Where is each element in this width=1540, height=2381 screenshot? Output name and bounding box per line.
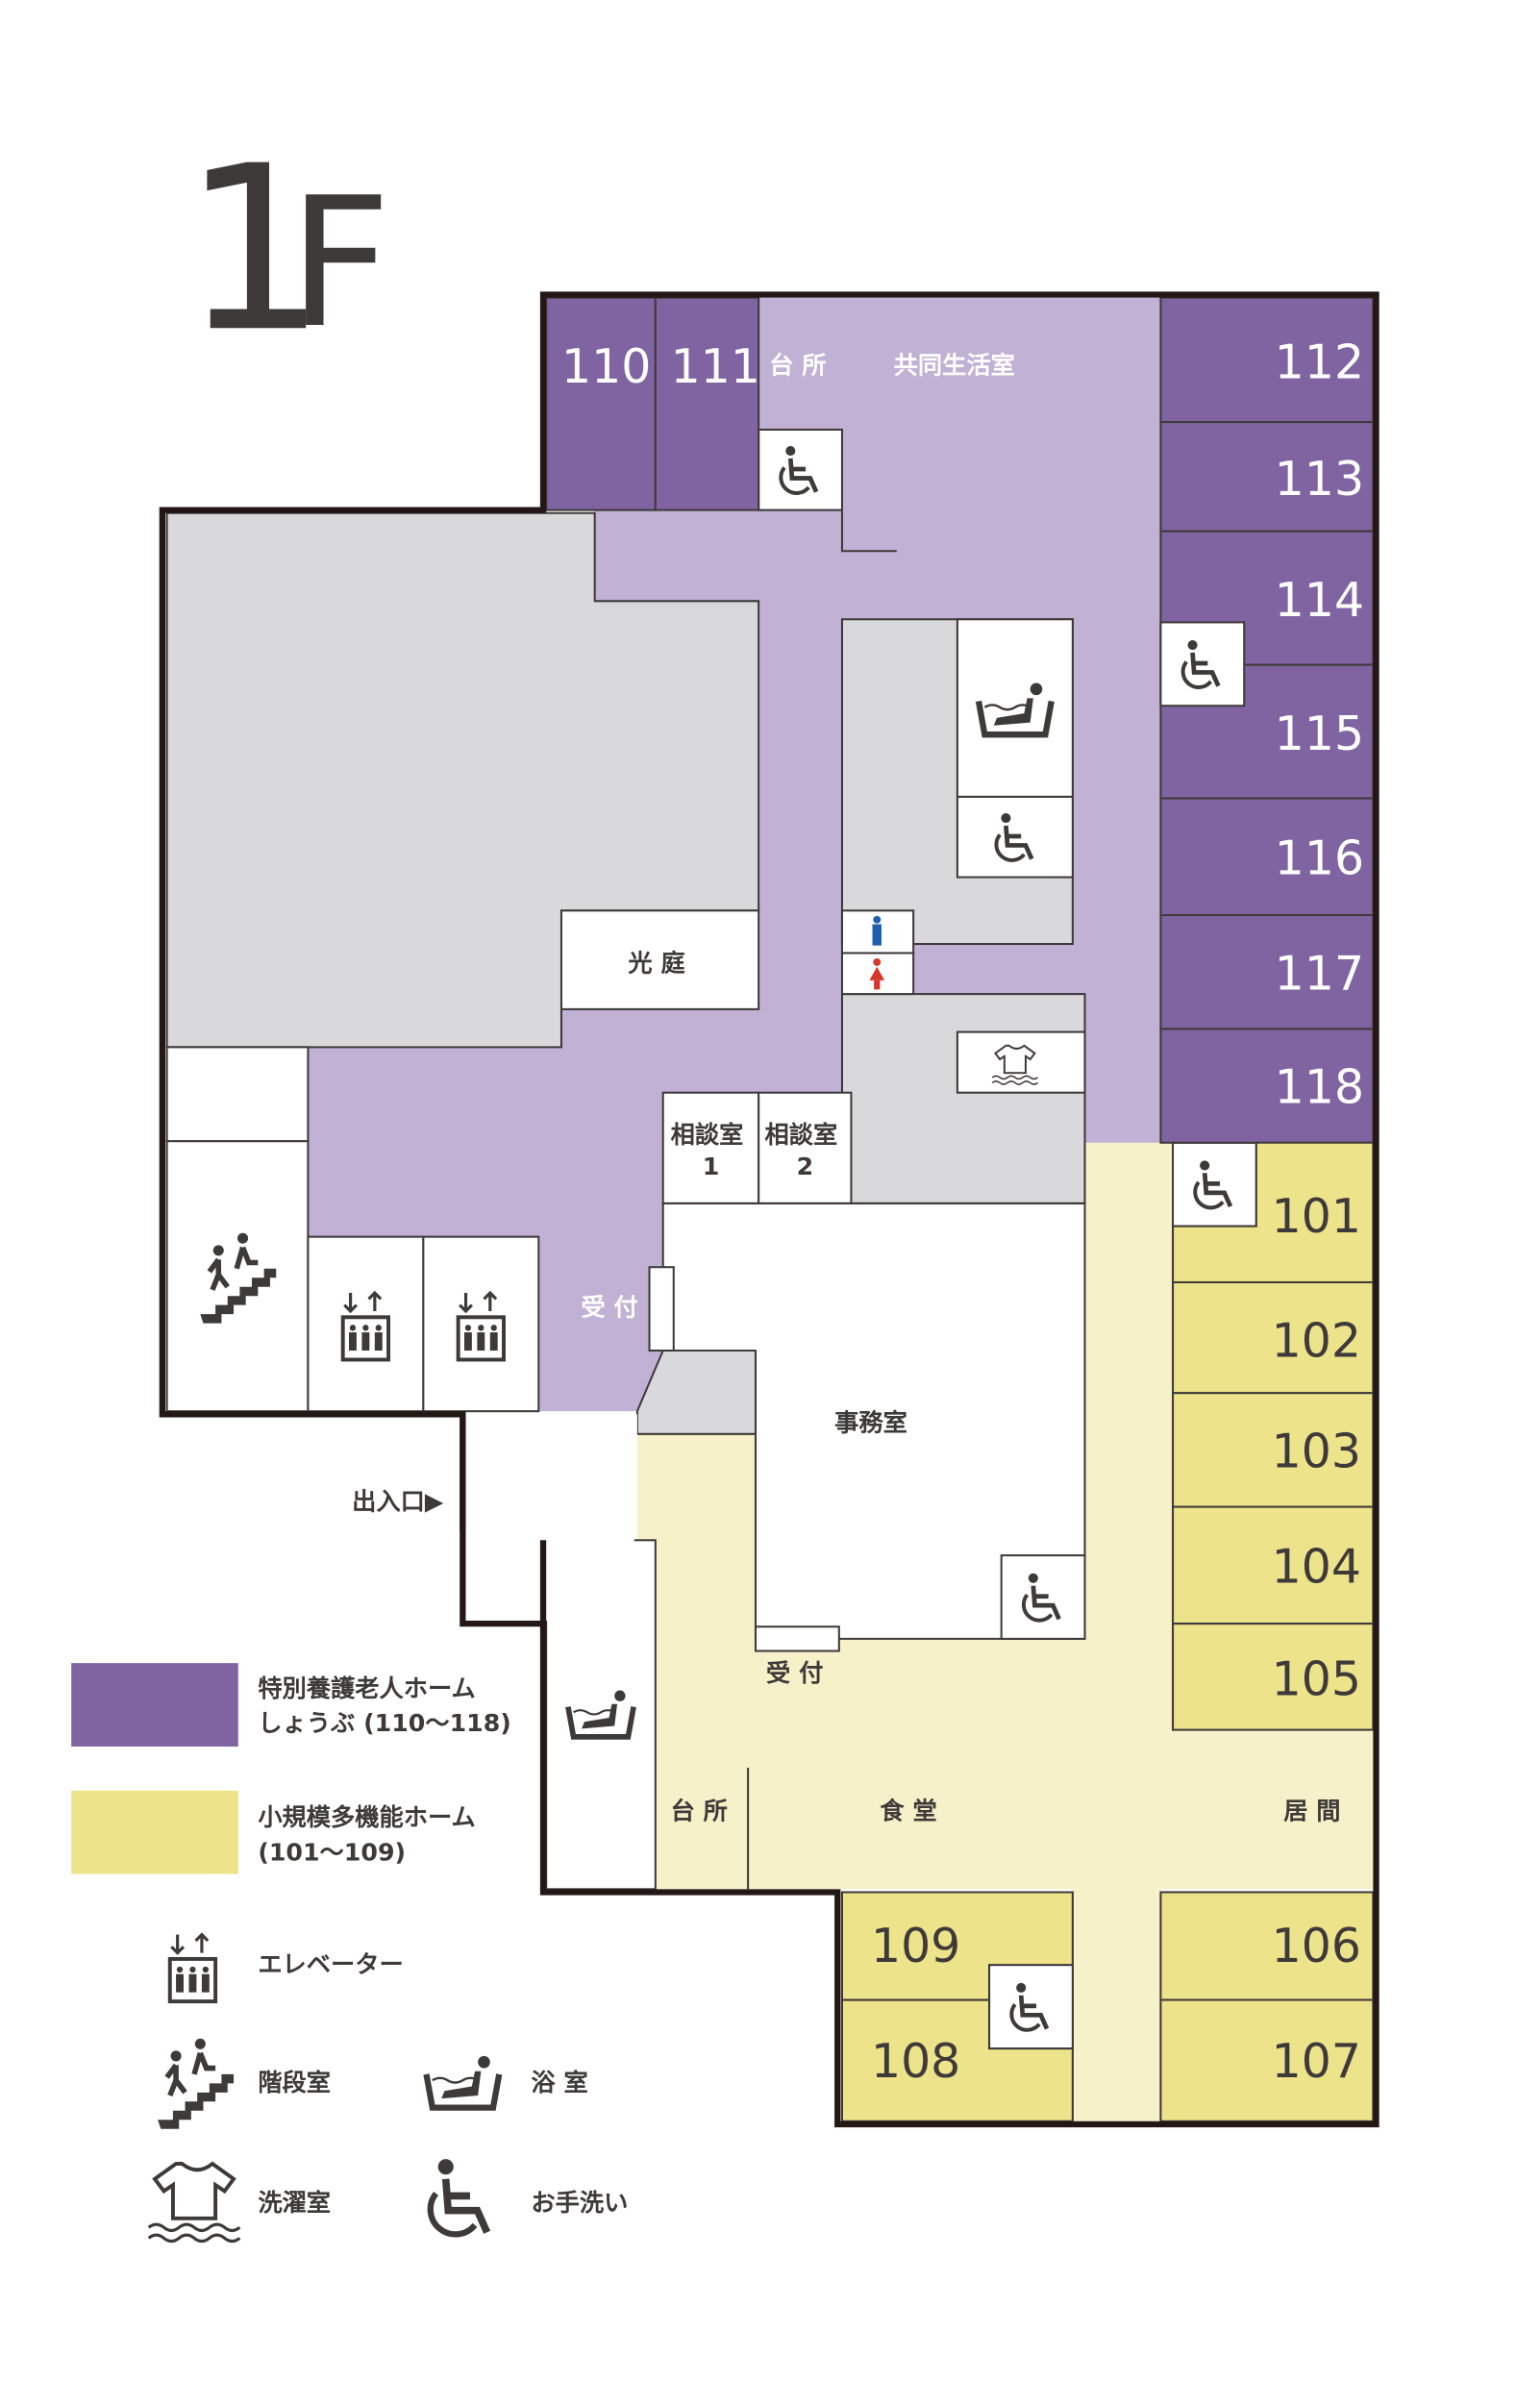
room-number: 102 xyxy=(1272,1313,1361,1368)
legend-tokuyou-line2: しょうぶ (110〜118) xyxy=(258,1709,511,1737)
legend-laundry: 洗濯室 xyxy=(258,2189,331,2217)
room-number: 113 xyxy=(1275,452,1364,507)
stair-landing xyxy=(165,1046,310,1143)
label-kitchen-top: 台 所 xyxy=(769,352,826,380)
laundry-icon xyxy=(146,2162,242,2244)
elevator-icon xyxy=(167,1932,218,2004)
legend-shoukibo-line2: (101〜109) xyxy=(258,1838,406,1866)
elevator-1 xyxy=(307,1235,425,1413)
room-number: 108 xyxy=(871,2034,960,2089)
laundry-room xyxy=(956,1030,1086,1094)
reception-desk-top xyxy=(648,1266,675,1352)
room-102[interactable] xyxy=(1172,1280,1375,1395)
consult-room-2 xyxy=(758,1091,853,1204)
label-reception-bottom: 受 付 xyxy=(766,1659,823,1687)
room-number: 109 xyxy=(871,1919,960,1973)
reception-desk-bottom xyxy=(754,1625,840,1652)
label-kitchen-bottom: 台 所 xyxy=(671,1798,728,1825)
legend-tokuyou-line1: 特別養護老人ホーム xyxy=(258,1674,475,1702)
label-consult1: 相談室 xyxy=(671,1121,744,1149)
consult-room-1 xyxy=(661,1091,760,1204)
room-number: 110 xyxy=(561,339,651,394)
legend-stairs: 階段室 xyxy=(258,2069,331,2096)
stairs-icon xyxy=(158,2039,234,2129)
wheelchair-icon xyxy=(431,2159,487,2234)
floor-label: 1 xyxy=(182,116,317,382)
room-104[interactable] xyxy=(1172,1505,1375,1625)
courtyard-room xyxy=(559,909,760,1010)
label-common-living: 共同生活室 xyxy=(894,352,1015,380)
room-number: 114 xyxy=(1275,573,1364,628)
room-number: 116 xyxy=(1275,831,1364,885)
room-105[interactable] xyxy=(1172,1623,1375,1731)
label-reception-top: 受 付 xyxy=(581,1294,637,1322)
room-103[interactable] xyxy=(1172,1392,1375,1508)
room-number: 103 xyxy=(1272,1425,1361,1479)
room-number: 112 xyxy=(1275,335,1364,389)
room-number: 106 xyxy=(1272,1919,1361,1973)
room-number: 104 xyxy=(1272,1539,1361,1594)
room-number: 117 xyxy=(1275,946,1364,1001)
label-dining: 食 堂 xyxy=(880,1798,936,1825)
legend-bath: 浴 室 xyxy=(531,2069,587,2096)
legend-shoukibo-line1: 小規模多機能ホーム xyxy=(258,1803,475,1831)
room-113[interactable] xyxy=(1159,421,1375,533)
legend-toilet: お手洗い xyxy=(531,2189,628,2217)
legend-elevator: エレベーター xyxy=(258,1950,404,1978)
stair-room xyxy=(165,1140,310,1413)
room-number: 111 xyxy=(671,339,760,394)
room-number: 107 xyxy=(1272,2034,1361,2089)
label-consult2-num: 2 xyxy=(797,1153,814,1180)
label-consult2: 相談室 xyxy=(764,1121,837,1149)
room-106[interactable] xyxy=(1159,1891,1375,2001)
label-courtyard: 光 庭 xyxy=(627,949,685,977)
womens-toilet-icon xyxy=(869,958,885,990)
room-number: 105 xyxy=(1272,1651,1361,1706)
room-number: 115 xyxy=(1275,707,1364,761)
label-office: 事務室 xyxy=(834,1409,907,1437)
mens-toilet-icon xyxy=(872,915,882,946)
room-number: 101 xyxy=(1272,1189,1361,1244)
legend-swatch-tokuyou xyxy=(71,1663,238,1747)
label-consult1-num: 1 xyxy=(703,1153,720,1180)
floor-label-f: F xyxy=(288,159,391,367)
bath-icon xyxy=(427,2056,500,2108)
label-living: 居 間 xyxy=(1283,1798,1340,1825)
room-111[interactable] xyxy=(654,296,760,511)
room-110[interactable] xyxy=(545,296,657,511)
room-number: 118 xyxy=(1275,1060,1364,1115)
room-118[interactable] xyxy=(1159,1028,1375,1144)
legend-swatch-shoukibo xyxy=(71,1790,238,1874)
label-entrance[interactable]: 出入口▶ xyxy=(352,1488,444,1516)
elevator-2 xyxy=(422,1235,540,1413)
shoukibo-rooms xyxy=(840,1141,1375,2122)
room-116[interactable] xyxy=(1159,797,1375,917)
room-112[interactable] xyxy=(1159,296,1375,424)
